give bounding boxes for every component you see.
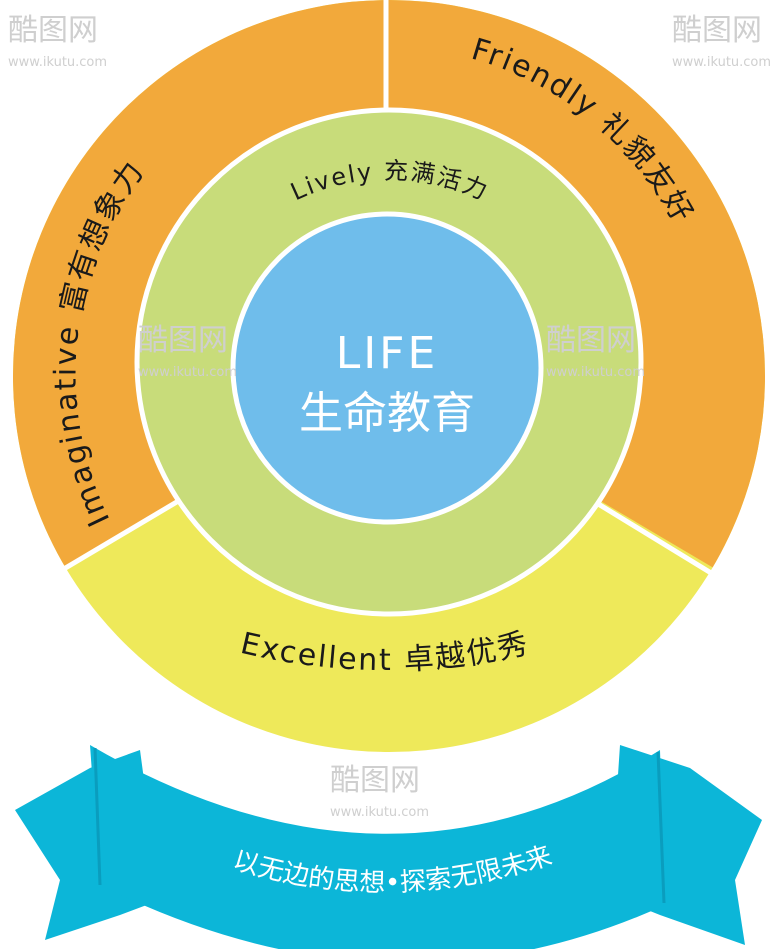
svg-text:酷图网: 酷图网 [672,13,762,48]
svg-text:酷图网: 酷图网 [546,323,636,358]
watermark: 酷图网 www.ikutu.com [546,323,645,380]
center-subtitle: 生命教育 [299,388,475,439]
ribbon-banner: 以无边的思想•探索无限未来 [15,745,762,949]
watermark: 酷图网 www.ikutu.com [330,763,429,820]
svg-text:酷图网: 酷图网 [8,13,98,48]
svg-text:酷图网: 酷图网 [330,763,420,798]
watermark: 酷图网 www.ikutu.com [138,323,237,380]
svg-text:酷图网: 酷图网 [138,323,228,358]
watermarks: 酷图网 www.ikutu.com 酷图网 www.ikutu.com 酷图网 www… [8,13,771,820]
svg-text:www.ikutu.com: www.ikutu.com [138,365,237,380]
ribbon-body [90,745,665,949]
watermark: 酷图网 www.ikutu.com [8,13,107,70]
watermark: 酷图网 www.ikutu.com [672,13,771,70]
svg-text:www.ikutu.com: www.ikutu.com [672,55,771,70]
svg-text:www.ikutu.com: www.ikutu.com [546,365,645,380]
center-circle-blue [230,211,544,525]
center-title: LIFE [336,328,439,379]
svg-text:www.ikutu.com: www.ikutu.com [8,55,107,70]
svg-text:www.ikutu.com: www.ikutu.com [330,805,429,820]
